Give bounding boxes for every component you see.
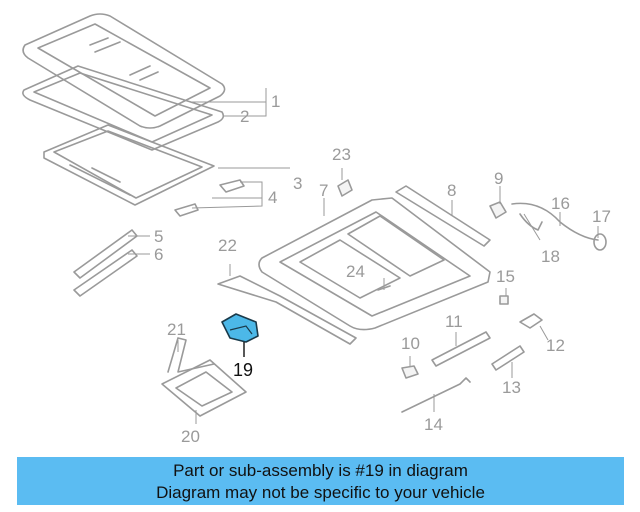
sunroof-housing — [258, 197, 491, 331]
guide-11 — [431, 331, 491, 367]
bracket-12 — [519, 313, 543, 329]
label-21: 21 — [167, 320, 186, 339]
label-22: 22 — [218, 236, 237, 255]
label-19: 19 — [233, 360, 253, 380]
label-1: 1 — [271, 92, 280, 111]
bracket-parts — [174, 179, 245, 217]
parts-diagram: 1 2 3 4 5 6 7 8 9 10 11 12 13 14 15 16 1… — [22, 13, 611, 446]
sunroof-motor-highlight — [221, 313, 259, 357]
label-7: 7 — [319, 181, 328, 200]
banner-line-1: Part or sub-assembly is #19 in diagram — [173, 461, 468, 480]
track-rail — [395, 185, 491, 247]
deflector-22 — [217, 275, 357, 345]
hose-clamp — [519, 213, 543, 231]
glass-frame — [43, 124, 215, 206]
label-16: 16 — [551, 194, 570, 213]
label-9: 9 — [494, 169, 503, 188]
label-14: 14 — [424, 415, 443, 434]
label-10: 10 — [401, 334, 420, 353]
label-15: 15 — [496, 267, 515, 286]
clip-part — [489, 201, 507, 219]
hose-end — [593, 233, 607, 251]
banner-line-2: Diagram may not be specific to your vehi… — [156, 483, 485, 502]
label-4: 4 — [268, 188, 277, 207]
side-rails — [73, 229, 138, 297]
label-2: 2 — [240, 107, 249, 126]
label-12: 12 — [546, 336, 565, 355]
weatherstrip-seal — [22, 65, 225, 151]
info-banner: Part or sub-assembly is #19 in diagram D… — [17, 457, 624, 505]
leader-lines — [128, 88, 599, 424]
part-10 — [401, 365, 419, 379]
label-8: 8 — [447, 181, 456, 200]
label-5: 5 — [154, 227, 163, 246]
guide-13 — [491, 345, 525, 371]
part-23 — [337, 179, 353, 197]
label-11: 11 — [445, 312, 463, 331]
part-number-labels: 1 2 3 4 5 6 7 8 9 10 11 12 13 14 15 16 1… — [154, 92, 611, 446]
label-13: 13 — [502, 378, 521, 397]
label-18: 18 — [541, 247, 560, 266]
bracket-21 — [167, 337, 215, 373]
label-24: 24 — [346, 262, 365, 281]
label-3: 3 — [293, 174, 302, 193]
label-23: 23 — [332, 145, 351, 164]
glass-panel — [22, 13, 226, 129]
mounting-plate-20 — [161, 359, 247, 417]
label-20: 20 — [181, 427, 200, 446]
label-17: 17 — [592, 207, 611, 226]
drive-cable — [401, 377, 471, 413]
small-clip — [499, 295, 509, 305]
label-6: 6 — [154, 245, 163, 264]
